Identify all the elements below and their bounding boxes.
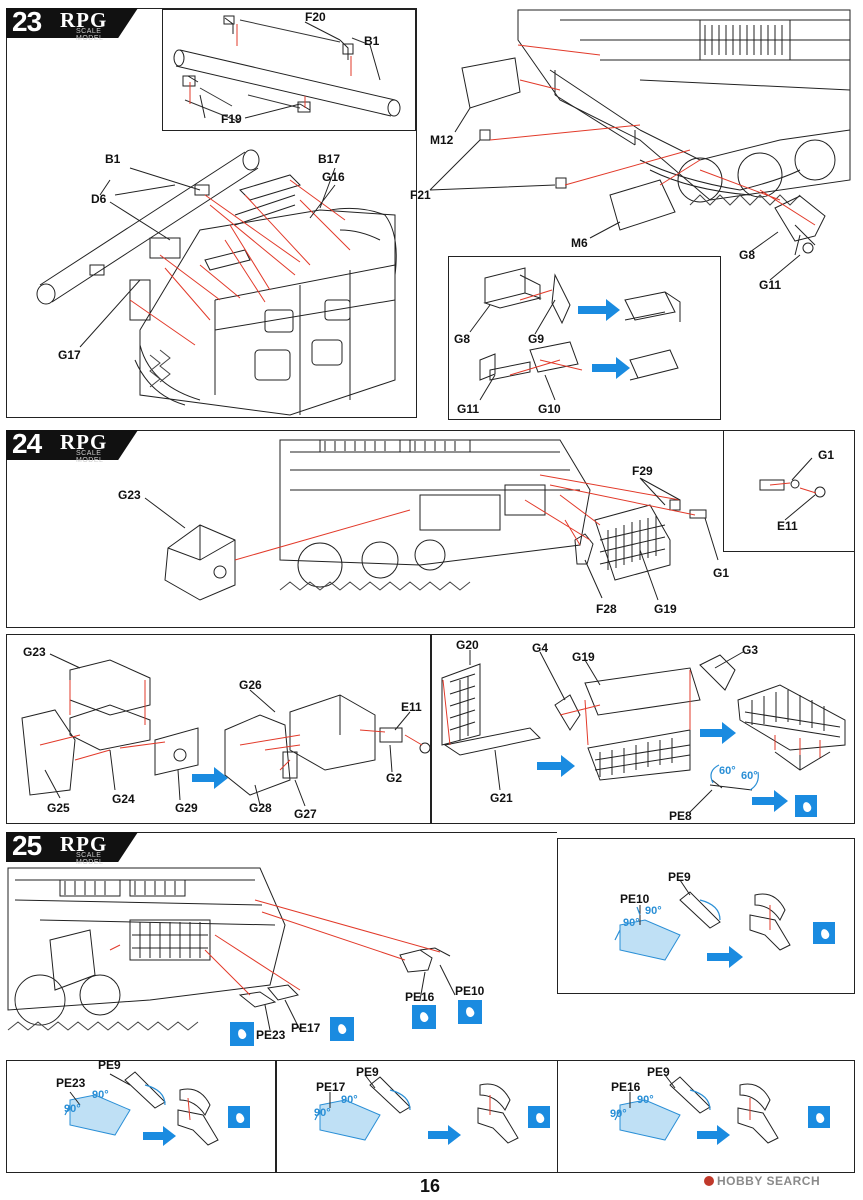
step-number: 24 bbox=[12, 428, 42, 459]
label-g20: G20 bbox=[456, 638, 479, 652]
label-g17: G17 bbox=[58, 348, 81, 362]
label-b2-pe17: PE17 bbox=[316, 1080, 346, 1094]
label-g1: G1 bbox=[713, 566, 730, 580]
label-b1-90a: 90° bbox=[64, 1103, 81, 1115]
label-g11: G11 bbox=[457, 402, 480, 416]
label-b1-pe23: PE23 bbox=[56, 1076, 86, 1090]
label-g2: G2 bbox=[386, 771, 403, 785]
brand-logo: RPG bbox=[60, 832, 108, 856]
glue-icon bbox=[808, 1106, 830, 1128]
label-m12: M12 bbox=[430, 133, 454, 147]
step-25-bottom-3 bbox=[557, 1060, 855, 1173]
watermark: HOBBY SEARCH bbox=[704, 1174, 820, 1188]
label-g28: G28 bbox=[249, 801, 272, 815]
label-pe8: PE8 bbox=[669, 809, 692, 823]
step-23-inset-b1 bbox=[162, 9, 416, 131]
label-g23: G23 bbox=[118, 488, 141, 502]
label-g16: G16 bbox=[322, 170, 345, 184]
label-angle-a: 60° bbox=[719, 765, 736, 777]
step-24-subpanel-g23 bbox=[6, 634, 431, 824]
step-24-detail-g1 bbox=[723, 430, 855, 552]
label-f28: F28 bbox=[596, 602, 617, 616]
label-g1-detail: G1 bbox=[818, 448, 835, 462]
label-d6: D6 bbox=[91, 192, 107, 206]
brand-subtitle: SCALE MODEL bbox=[76, 852, 104, 866]
label-g4: G4 bbox=[532, 641, 549, 655]
label-b1: B1 bbox=[105, 152, 121, 166]
label-e11: E11 bbox=[401, 700, 422, 714]
label-g27: G27 bbox=[294, 807, 317, 821]
label-inset-pe10: PE10 bbox=[620, 892, 650, 906]
label-g19b: G19 bbox=[572, 650, 595, 664]
label-g10: G10 bbox=[538, 402, 561, 416]
label-b3-90b: 90° bbox=[637, 1094, 654, 1106]
glue-icon bbox=[412, 1005, 436, 1029]
label-b17: B17 bbox=[318, 152, 341, 166]
label-pe17: PE17 bbox=[291, 1021, 321, 1035]
label-angle-b: 60° bbox=[741, 770, 758, 782]
label-g9: G9 bbox=[528, 332, 545, 346]
label-b1-90b: 90° bbox=[92, 1089, 109, 1101]
label-g8-right: G8 bbox=[739, 248, 756, 262]
glue-icon bbox=[228, 1106, 250, 1128]
brand-subtitle: SCALE MODEL bbox=[76, 450, 104, 464]
label-b3-90a: 90° bbox=[610, 1108, 627, 1120]
label-inset-pe9: PE9 bbox=[668, 870, 691, 884]
label-g23b: G23 bbox=[23, 645, 46, 659]
label-f19: F19 bbox=[221, 112, 242, 126]
label-g19: G19 bbox=[654, 602, 677, 616]
brand-logo: RPG bbox=[60, 430, 108, 454]
glue-icon bbox=[230, 1022, 254, 1046]
label-pe23: PE23 bbox=[256, 1028, 286, 1042]
step-number: 23 bbox=[12, 6, 42, 37]
glue-icon bbox=[795, 795, 817, 817]
label-m6: M6 bbox=[571, 236, 588, 250]
glue-icon bbox=[813, 922, 835, 944]
label-pe16: PE16 bbox=[405, 990, 435, 1004]
glue-icon bbox=[458, 1000, 482, 1024]
brand-logo: RPG bbox=[60, 8, 108, 32]
glue-icon bbox=[330, 1017, 354, 1041]
label-g21: G21 bbox=[490, 791, 513, 805]
label-g25: G25 bbox=[47, 801, 70, 815]
label-g24: G24 bbox=[112, 792, 135, 806]
label-g29: G29 bbox=[175, 801, 198, 815]
step-23-inset-g8-g11 bbox=[448, 256, 721, 420]
watermark-text: HOBBY SEARCH bbox=[717, 1174, 821, 1188]
label-inset-90b: 90° bbox=[645, 905, 662, 917]
label-f21: F21 bbox=[410, 188, 431, 202]
label-b1-pe9: PE9 bbox=[98, 1058, 121, 1072]
label-g11-right: G11 bbox=[759, 278, 782, 292]
brand-subtitle: SCALE MODEL bbox=[76, 28, 104, 42]
label-e11-detail: E11 bbox=[777, 519, 798, 533]
label-b2-90a: 90° bbox=[314, 1107, 331, 1119]
label-b1-top: B1 bbox=[364, 34, 380, 48]
label-b2-pe9: PE9 bbox=[356, 1065, 379, 1079]
page-number: 16 bbox=[420, 1176, 441, 1196]
label-pe10: PE10 bbox=[455, 984, 485, 998]
label-f29: F29 bbox=[632, 464, 653, 478]
step-24-panel bbox=[6, 430, 855, 628]
step-23-panel bbox=[6, 8, 417, 418]
step-24-subpanel-g19 bbox=[431, 634, 855, 824]
label-f20: F20 bbox=[305, 10, 326, 24]
label-b3-pe16: PE16 bbox=[611, 1080, 641, 1094]
label-g3: G3 bbox=[742, 643, 759, 657]
label-g8: G8 bbox=[454, 332, 471, 346]
label-g26: G26 bbox=[239, 678, 262, 692]
step-number: 25 bbox=[12, 830, 42, 861]
label-b2-90b: 90° bbox=[341, 1094, 358, 1106]
glue-icon bbox=[528, 1106, 550, 1128]
step-25-inset bbox=[557, 838, 855, 994]
label-inset-90a: 90° bbox=[623, 917, 640, 929]
watermark-logo-icon bbox=[704, 1176, 714, 1186]
label-b3-pe9: PE9 bbox=[647, 1065, 670, 1079]
